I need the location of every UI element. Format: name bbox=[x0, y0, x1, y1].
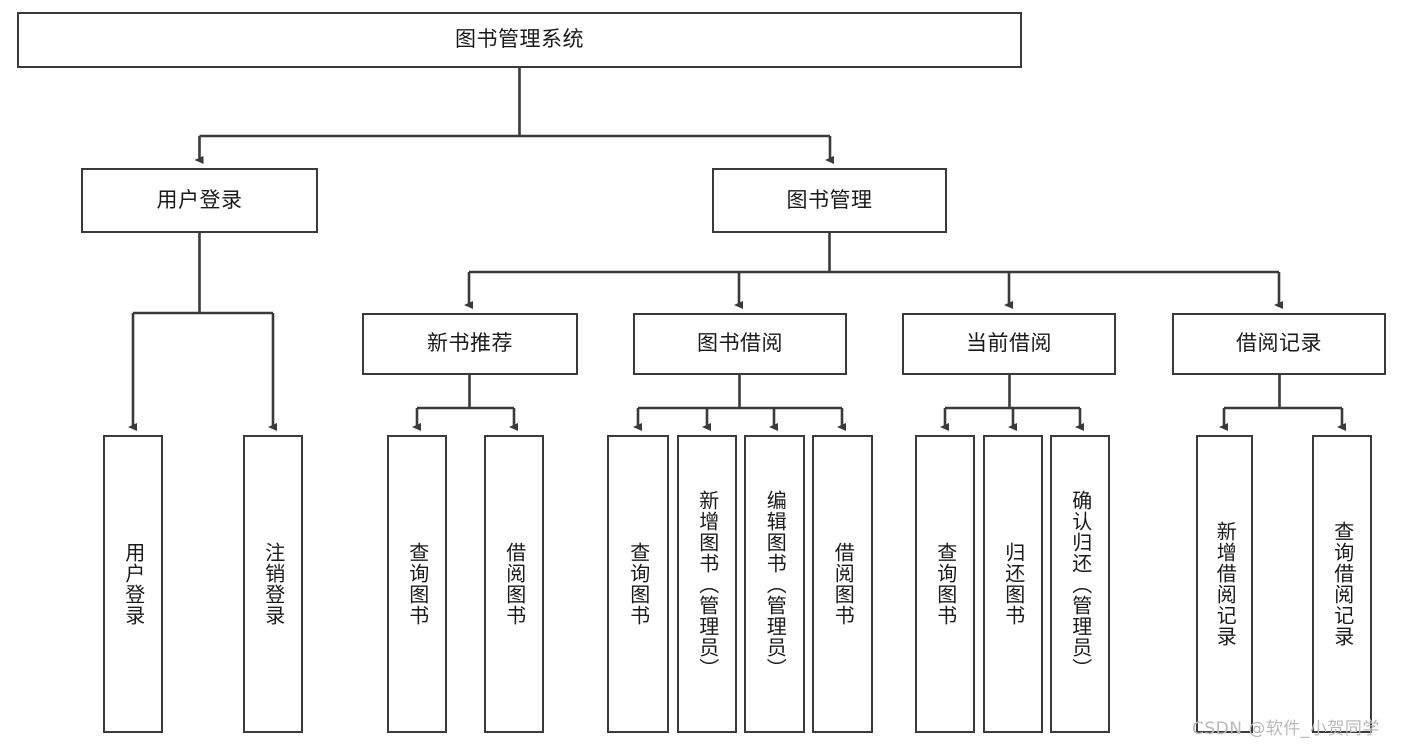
node-user-login[interactable]: 用户登录 bbox=[81, 168, 318, 233]
node-new-book-recommend[interactable]: 新书推荐 bbox=[362, 313, 578, 375]
leaf-query-book-borrow[interactable]: 查询图书 bbox=[607, 435, 669, 733]
leaf-label: 归还图书 bbox=[1001, 542, 1026, 626]
node-book-borrow[interactable]: 图书借阅 bbox=[633, 313, 847, 375]
leaf-label: 新增图书（管理员） bbox=[695, 489, 720, 679]
leaf-query-book-current[interactable]: 查询图书 bbox=[915, 435, 975, 733]
leaf-query-book-recommend[interactable]: 查询图书 bbox=[387, 435, 447, 733]
leaf-label: 查询图书 bbox=[626, 542, 651, 626]
leaf-label: 查询图书 bbox=[405, 542, 430, 626]
node-current-borrow[interactable]: 当前借阅 bbox=[902, 313, 1116, 375]
csdn-watermark: CSDN @软件_小贺同学 bbox=[1192, 719, 1380, 739]
node-root[interactable]: 图书管理系统 bbox=[17, 12, 1022, 68]
node-borrow-record[interactable]: 借阅记录 bbox=[1172, 313, 1386, 375]
leaf-label: 编辑图书（管理员） bbox=[763, 489, 788, 679]
node-book-management[interactable]: 图书管理 bbox=[712, 168, 947, 233]
leaf-confirm-return-admin[interactable]: 确认归还（管理员） bbox=[1050, 435, 1110, 733]
leaf-borrow-book[interactable]: 借阅图书 bbox=[812, 435, 873, 733]
leaf-return-book[interactable]: 归还图书 bbox=[983, 435, 1043, 733]
leaf-label: 查询借阅记录 bbox=[1330, 521, 1355, 647]
leaf-label: 借阅图书 bbox=[831, 542, 856, 626]
leaf-label: 借阅图书 bbox=[502, 542, 527, 626]
leaf-label: 注销登录 bbox=[261, 542, 286, 626]
leaf-borrow-book-recommend[interactable]: 借阅图书 bbox=[484, 435, 544, 733]
leaf-logout[interactable]: 注销登录 bbox=[243, 435, 303, 733]
leaf-user-login[interactable]: 用户登录 bbox=[103, 435, 163, 733]
leaf-query-borrow-record[interactable]: 查询借阅记录 bbox=[1312, 435, 1372, 733]
leaf-add-borrow-record[interactable]: 新增借阅记录 bbox=[1196, 435, 1253, 733]
leaf-label: 查询图书 bbox=[933, 542, 958, 626]
leaf-edit-book-admin[interactable]: 编辑图书（管理员） bbox=[744, 435, 805, 733]
leaf-label: 用户登录 bbox=[121, 542, 146, 626]
leaf-label: 新增借阅记录 bbox=[1213, 521, 1238, 647]
leaf-label: 确认归还（管理员） bbox=[1068, 489, 1093, 679]
leaf-add-book-admin[interactable]: 新增图书（管理员） bbox=[677, 435, 737, 733]
